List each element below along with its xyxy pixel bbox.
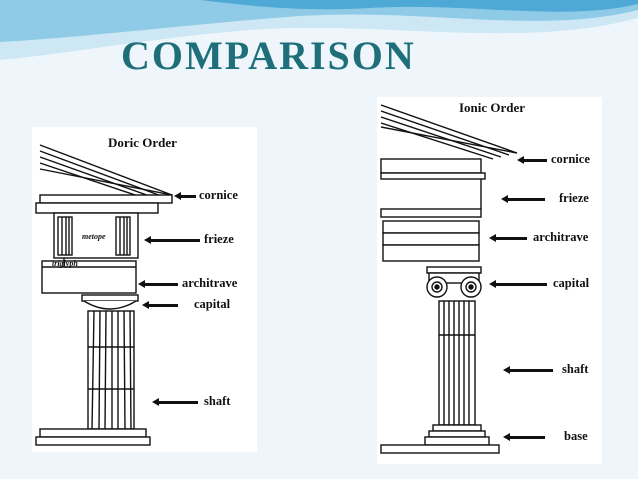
doric-shaft-label: shaft bbox=[204, 394, 231, 408]
doric-cornice-label: cornice bbox=[199, 188, 238, 202]
doric-cornice-arrow bbox=[174, 192, 196, 200]
ionic-column-drawing bbox=[380, 104, 518, 454]
ionic-frieze bbox=[380, 208, 482, 218]
doric-shaft-arrow bbox=[152, 398, 198, 406]
ionic-architrave bbox=[382, 220, 480, 234]
doric-shaft bbox=[87, 310, 135, 430]
ionic-frieze-label: frieze bbox=[559, 191, 589, 205]
doric-column-drawing bbox=[35, 144, 173, 446]
doric-stylobate bbox=[39, 428, 147, 438]
doric-triglyph bbox=[57, 216, 73, 256]
ionic-shaft-arrow bbox=[503, 366, 553, 374]
doric-capital-echinus bbox=[83, 300, 137, 310]
doric-capital-arrow bbox=[142, 301, 178, 309]
doric-frieze-label: frieze bbox=[204, 232, 234, 246]
doric-metope-label: metope bbox=[82, 232, 106, 241]
ionic-pediment bbox=[380, 104, 518, 154]
ionic-cornice bbox=[380, 158, 482, 174]
doric-architrave-label: architrave bbox=[182, 276, 238, 290]
ionic-capital-label: capital bbox=[553, 276, 590, 290]
ionic-shaft-label: shaft bbox=[562, 362, 589, 376]
doric-cornice bbox=[39, 194, 173, 204]
doric-capital-abacus bbox=[81, 294, 139, 302]
ionic-frieze-arrow bbox=[501, 195, 545, 203]
ionic-heading: Ionic Order bbox=[459, 100, 526, 115]
doric-order-panel: Doric Order metope triglyph cornice frie… bbox=[32, 127, 257, 452]
page-title: COMPARISON bbox=[121, 33, 416, 78]
ionic-base-label: base bbox=[564, 429, 588, 443]
ionic-cornice-label: cornice bbox=[551, 152, 590, 166]
doric-frieze-arrow bbox=[144, 236, 200, 244]
ionic-architrave-arrow bbox=[489, 234, 527, 242]
doric-capital-label: capital bbox=[194, 297, 231, 311]
ionic-base bbox=[432, 424, 482, 432]
wave-mid-band bbox=[0, 0, 638, 42]
wave-deep-band bbox=[200, 0, 638, 12]
doric-architrave-arrow bbox=[138, 280, 178, 288]
ionic-base-arrow bbox=[503, 433, 545, 441]
ionic-architrave-label: architrave bbox=[533, 230, 589, 244]
doric-heading: Doric Order bbox=[108, 135, 177, 150]
doric-triglyph-label: triglyph bbox=[52, 259, 78, 268]
ionic-capital-abacus bbox=[426, 266, 482, 274]
ionic-capital-arrow bbox=[489, 280, 547, 288]
ionic-cornice-arrow bbox=[517, 156, 547, 164]
ionic-order-panel: Ionic Order cornice frieze architrave ca… bbox=[377, 97, 602, 464]
header-wave-decoration bbox=[0, 0, 638, 60]
